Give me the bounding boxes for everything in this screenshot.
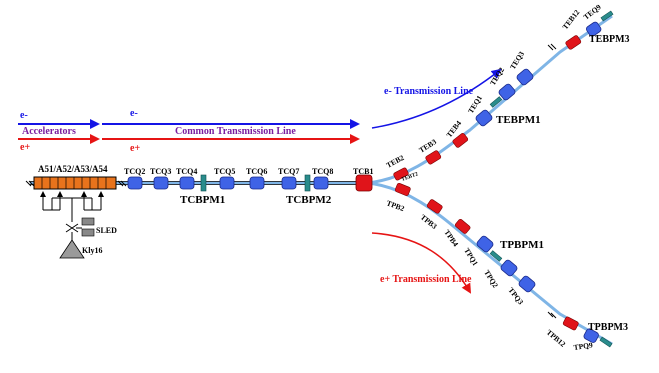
label-tpbpm1: TPBPM1 — [500, 239, 544, 251]
bend-tpb2 — [394, 182, 411, 196]
e-plus-line-elements — [394, 182, 613, 348]
accelerator-sections-label: A51/A52/A53/A54 — [38, 164, 108, 174]
e-minus-label-common: e- — [130, 108, 138, 119]
quadrupole-tpq9 — [583, 328, 599, 343]
label-tcq3: TCQ3 — [150, 167, 171, 176]
common-line-quadrupoles — [127, 176, 329, 190]
bpm-tebpm3 — [600, 10, 614, 22]
common-element-labels: TCQ2 TCQ3 TCQ4 TCQ5 TCQ6 TCQ7 TCQ8 TCB1 — [124, 167, 373, 176]
pipe-flanges — [25, 43, 557, 319]
bpm-tcbpm2 — [304, 174, 311, 192]
label-tcq4: TCQ4 — [176, 167, 197, 176]
bpm-tpbpm1 — [489, 250, 503, 262]
label-teb12: TEB12 — [560, 8, 581, 31]
label-tpq9: TPQ9 — [573, 340, 593, 352]
label-tcq5: TCQ5 — [214, 167, 235, 176]
e-plus-branch-arrow — [371, 232, 472, 294]
e-plus-label-left: e+ — [20, 142, 30, 153]
e-plus-line-label: e+ Transmission Line — [380, 274, 472, 285]
quadrupole-tcq6 — [249, 176, 265, 190]
label-tcq6: TCQ6 — [246, 167, 267, 176]
quadrupole-tpq3 — [518, 275, 536, 293]
sled-label: SLED — [96, 226, 117, 235]
common-line-label: Common Transmission Line — [175, 126, 296, 137]
quadrupole-tcq7 — [281, 176, 297, 190]
quadrupole-tcq3 — [153, 176, 169, 190]
label-teb2: TEB2 — [385, 153, 406, 170]
label-tebt2: TEBT2 — [401, 171, 420, 183]
accelerator-structure — [33, 176, 117, 190]
sled-cavity-lower — [81, 228, 95, 237]
bend-tcb1 — [355, 174, 373, 192]
label-tpb3: TPB3 — [419, 212, 439, 231]
label-teq3: TEQ3 — [508, 49, 526, 71]
label-tcb1: TCB1 — [353, 167, 373, 176]
label-tcq8: TCQ8 — [312, 167, 333, 176]
e-minus-line-label: e- Transmission Line — [384, 86, 474, 97]
quadrupole-tpq1 — [476, 235, 494, 253]
label-tcq7: TCQ7 — [278, 167, 299, 176]
quadrupole-tpq2 — [500, 259, 518, 277]
quadrupole-tcq8 — [313, 176, 329, 190]
klystron-icon — [59, 239, 85, 259]
bend-tpb4 — [454, 218, 471, 234]
accelerators-label: Accelerators — [22, 126, 76, 137]
bend-tpb12 — [562, 316, 579, 331]
bend-teb2 — [393, 167, 409, 181]
accelerator-cells — [41, 177, 107, 189]
label-teq9: TEQ9 — [582, 2, 603, 21]
quadrupole-teq3 — [516, 68, 534, 86]
e-minus-label-left: e- — [20, 110, 28, 121]
label-tpq2: TPQ2 — [482, 268, 500, 289]
bpm-tcbpm1 — [200, 174, 207, 192]
label-tcq2: TCQ2 — [124, 167, 145, 176]
quadrupole-teq1 — [475, 109, 493, 127]
label-tpq3: TPQ3 — [506, 286, 525, 307]
bend-teb12 — [565, 35, 582, 50]
label-tpb12: TPB12 — [545, 328, 568, 349]
label-tebpm3: TEBPM3 — [589, 34, 630, 45]
e-plus-label-common: e+ — [130, 143, 140, 154]
label-tpb2: TPB2 — [385, 198, 406, 213]
label-tcbpm1: TCBPM1 — [180, 194, 225, 206]
quadrupole-tcq4 — [179, 176, 195, 190]
quadrupole-teq2 — [498, 83, 516, 101]
label-teq2: TEQ2 — [488, 65, 506, 87]
label-tcbpm2: TCBPM2 — [286, 194, 332, 206]
bpm-tpbpm3 — [599, 336, 613, 348]
quadrupole-teq9 — [585, 21, 602, 37]
quadrupole-tcq5 — [219, 176, 235, 190]
quadrupole-tcq2 — [127, 176, 143, 190]
bend-tpb3 — [426, 199, 443, 214]
klystron-label: Kly16 — [82, 246, 102, 255]
sled-cavity-upper — [81, 217, 95, 226]
e-minus-branch-arrow — [371, 68, 502, 129]
label-tpq1: TPQ1 — [462, 246, 480, 267]
label-tebpm1: TEBPM1 — [496, 114, 541, 126]
label-tpbpm3: TPBPM3 — [588, 322, 628, 333]
bend-teb3 — [425, 150, 442, 165]
bpm-tebpm1 — [489, 96, 503, 108]
e-minus-line-elements — [393, 10, 614, 181]
bend-teb4 — [452, 133, 469, 148]
